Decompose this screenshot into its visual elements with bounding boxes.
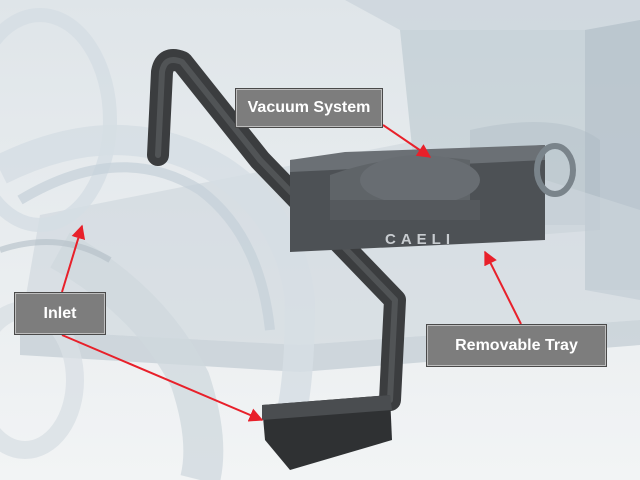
device-brand-label: CAELI [385,231,455,248]
vacuum-tube [147,49,406,411]
vacuum-unit [290,145,545,252]
callout-inlet: Inlet [14,292,106,335]
tray-cylinder [534,143,576,197]
arrow-vacuum-system [382,124,432,158]
outlet-block [262,395,392,470]
inlet-housing [0,8,316,480]
callout-removable-tray: Removable Tray [426,324,607,367]
arrow-removable-tray [484,250,522,325]
arrow-inlet-lower [61,334,264,422]
arrow-inlet-upper [61,224,86,293]
callout-vacuum-system: Vacuum System [235,88,383,128]
callout-arrows [61,124,522,422]
